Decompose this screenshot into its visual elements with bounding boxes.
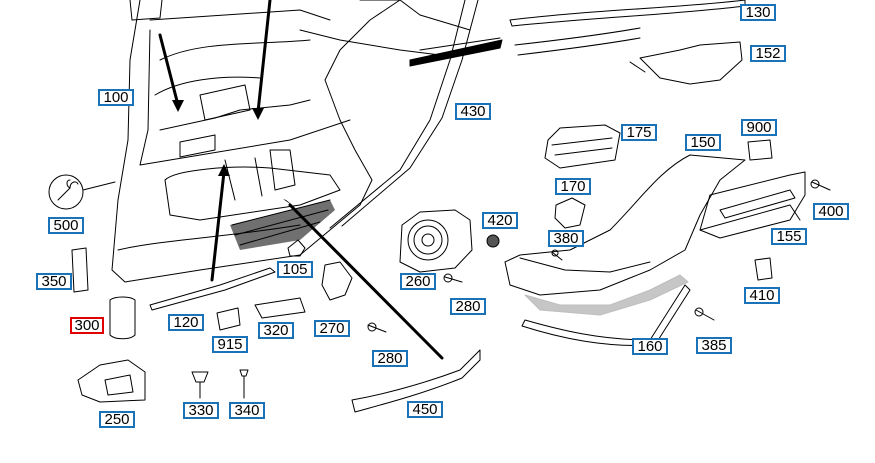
door-frame-drawing — [329, 0, 503, 229]
callout-300[interactable]: 300 — [70, 317, 104, 334]
plug-300 — [109, 296, 136, 340]
trim-160 — [521, 284, 691, 346]
fastener-330 — [191, 371, 209, 399]
trim-strip-130 — [509, 0, 746, 27]
clip-105 — [287, 239, 306, 257]
callout-105[interactable]: 105 — [277, 261, 313, 278]
callout-420[interactable]: 420 — [482, 212, 518, 229]
callout-260[interactable]: 260 — [400, 273, 436, 290]
clip-900 — [747, 139, 773, 161]
switch-175-detail — [551, 137, 613, 156]
callout-340[interactable]: 340 — [229, 402, 265, 419]
bracket-250-slot — [104, 374, 134, 396]
strip-120 — [149, 267, 276, 311]
callout-430[interactable]: 430 — [455, 103, 491, 120]
callout-330[interactable]: 330 — [183, 402, 219, 419]
speaker-260 — [399, 209, 473, 273]
handle-155-slot — [719, 189, 796, 219]
handle-155 — [699, 171, 806, 239]
callout-380[interactable]: 380 — [548, 230, 584, 247]
callout-270[interactable]: 270 — [314, 320, 350, 337]
part-915 — [216, 307, 241, 331]
connector-152 — [629, 61, 646, 73]
trim-152-a — [514, 27, 641, 56]
callout-450[interactable]: 450 — [407, 401, 443, 418]
callout-170[interactable]: 170 — [555, 178, 591, 195]
callout-160[interactable]: 160 — [632, 338, 668, 355]
leader-500 — [82, 181, 116, 191]
armrest-150-base — [524, 274, 689, 316]
callout-280-bottom[interactable]: 280 — [372, 350, 408, 367]
screws — [367, 179, 831, 333]
callout-152[interactable]: 152 — [750, 45, 786, 62]
callout-155[interactable]: 155 — [771, 228, 807, 245]
clip-410 — [754, 257, 773, 281]
grommet-420 — [486, 234, 500, 248]
trim-152-b — [639, 41, 743, 85]
callout-350[interactable]: 350 — [36, 273, 72, 290]
callout-280-right[interactable]: 280 — [450, 298, 486, 315]
callout-500[interactable]: 500 — [48, 217, 84, 234]
part-350 — [71, 247, 89, 293]
callout-120[interactable]: 120 — [168, 314, 204, 331]
callout-175[interactable]: 175 — [621, 124, 657, 141]
callout-900[interactable]: 900 — [741, 119, 777, 136]
leader-lines — [158, 0, 444, 360]
callout-320[interactable]: 320 — [258, 322, 294, 339]
cover-170 — [554, 197, 586, 229]
switch-175 — [544, 124, 621, 169]
callout-130[interactable]: 130 — [740, 4, 776, 21]
callout-250[interactable]: 250 — [99, 411, 135, 428]
handle-155-edge — [699, 204, 801, 231]
armrest-150 — [504, 154, 746, 296]
callout-385[interactable]: 385 — [696, 337, 732, 354]
bracket-270 — [321, 261, 353, 301]
callout-150[interactable]: 150 — [685, 134, 721, 151]
callout-100[interactable]: 100 — [98, 89, 134, 106]
arrow-heads — [172, 100, 296, 208]
callout-915[interactable]: 915 — [212, 336, 248, 353]
bracket-250 — [77, 359, 146, 403]
fastener-340 — [239, 369, 249, 399]
door-panel-drawing — [111, 0, 471, 283]
armrest-150-edge — [519, 257, 651, 273]
part-320 — [254, 297, 306, 319]
strip-450 — [351, 349, 481, 413]
callout-410[interactable]: 410 — [744, 287, 780, 304]
wrench-icon — [48, 174, 84, 210]
callout-400[interactable]: 400 — [813, 203, 849, 220]
